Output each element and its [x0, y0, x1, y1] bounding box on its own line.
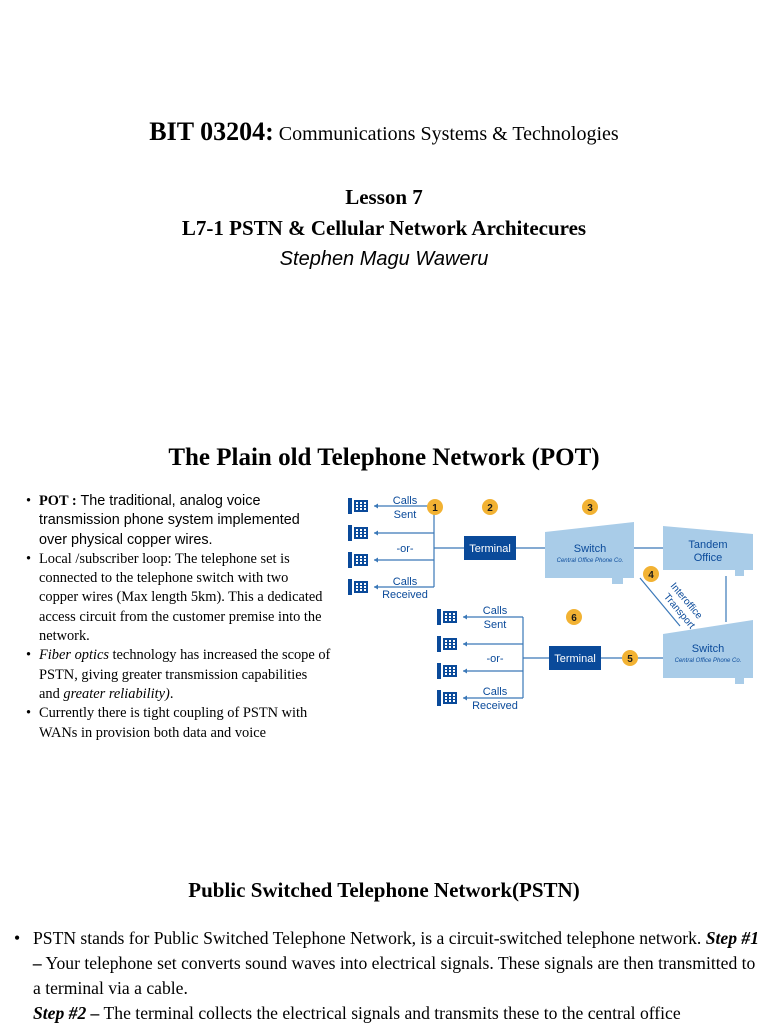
lesson-title: L7-1 PSTN & Cellular Network Architecure…	[181, 216, 587, 240]
terminal-label: Terminal	[469, 543, 511, 555]
label-calls-sent-b: Sent	[394, 509, 417, 521]
course-heading: BIT 03204: Communications Systems & Tech…	[0, 117, 768, 147]
label-or: -or-	[396, 543, 413, 555]
fiber-end: .	[169, 685, 174, 702]
step-badge	[643, 566, 659, 582]
step2-label: Step #2 –	[33, 1003, 100, 1023]
step2-text: The terminal collects the electrical sig…	[99, 1003, 681, 1023]
switch-label: Switch	[692, 643, 724, 655]
phone-icon	[348, 525, 368, 541]
pot-bullet-list: POT : The traditional, analog voice tran…	[26, 492, 331, 743]
terminal-box	[464, 536, 516, 560]
step-number: 1	[432, 503, 438, 514]
label-calls-sent-a: Calls	[393, 495, 418, 507]
author-name: Stephen Magu Waweru	[279, 248, 489, 270]
step-badge	[582, 499, 598, 515]
switch-building	[545, 522, 634, 584]
switch-building	[663, 620, 753, 684]
switch-sub-label: Central Office Phone Co.	[557, 558, 624, 564]
phone-icon	[348, 579, 368, 595]
pstn-section-title: Public Switched Telephone Network(PSTN)	[188, 878, 580, 902]
phone-icon	[348, 552, 368, 568]
pot-section-title: The Plain old Telephone Network (POT)	[168, 444, 600, 471]
label-calls-sent-a: Calls	[483, 605, 508, 617]
phone-icon	[437, 609, 457, 625]
pot-definition: The traditional, analog voice transmissi…	[39, 493, 300, 548]
step-number: 2	[487, 503, 493, 514]
label-calls-received-b: Received	[472, 700, 518, 712]
bullet-pot: POT : The traditional, analog voice tran…	[26, 492, 331, 550]
label-calls-received-a: Calls	[483, 686, 508, 698]
phone-icon	[348, 498, 368, 514]
switch-sub-label: Central Office Phone Co.	[675, 658, 742, 664]
pstn-paragraph: PSTN stands for Public Switched Telephon…	[33, 926, 759, 1026]
wan-text: Currently there is tight coupling of PST…	[39, 705, 308, 741]
label-calls-received-b: Received	[382, 589, 428, 601]
step1-text: Your telephone set converts sound waves …	[33, 953, 756, 998]
phone-icon	[437, 636, 457, 652]
course-name: Communications Systems & Technologies	[278, 123, 619, 145]
switch-label: Switch	[574, 543, 606, 555]
step1-label: Step #1 –	[33, 928, 760, 973]
step-number: 6	[571, 613, 577, 624]
step-number: 3	[587, 503, 593, 514]
step-number: 4	[648, 570, 654, 581]
phone-icon	[437, 663, 457, 679]
local-loop-text: Local /subscriber loop: The telephone se…	[39, 550, 323, 645]
fiber-emphasis: greater reliability)	[63, 685, 170, 702]
bullet-wan: Currently there is tight coupling of PST…	[26, 704, 331, 743]
label-or: -or-	[486, 653, 503, 665]
bullet-marker: •	[14, 928, 21, 948]
tandem-label-a: Tandem	[688, 539, 727, 551]
step-badge	[566, 609, 582, 625]
tandem-office-building	[663, 526, 753, 576]
label-calls-sent-b: Sent	[484, 619, 507, 631]
fiber-text: technology has increased the scope of PS…	[39, 647, 331, 702]
pstn-body: • PSTN stands for Public Switched Teleph…	[14, 926, 759, 1026]
step-number: 5	[627, 654, 633, 665]
pot-term: POT :	[39, 493, 77, 509]
course-code: BIT 03204:	[149, 117, 274, 146]
pstn-intro: PSTN stands for Public Switched Telephon…	[33, 928, 706, 948]
pstn-diagram: Calls Sent -or- Calls Received Terminal …	[348, 495, 753, 712]
terminal-box	[549, 646, 601, 670]
step-badge	[427, 499, 443, 515]
lesson-number: Lesson 7	[345, 185, 423, 209]
tandem-label-b: Office	[694, 552, 723, 564]
step-badge	[622, 650, 638, 666]
fiber-term: Fiber optics	[39, 647, 109, 664]
bullet-fiber: Fiber optics technology has increased th…	[26, 646, 331, 704]
bullet-local-loop: Local /subscriber loop: The telephone se…	[26, 550, 331, 646]
terminal-label: Terminal	[554, 653, 596, 665]
step-badge	[482, 499, 498, 515]
label-calls-received-a: Calls	[393, 576, 418, 588]
phone-icon	[437, 690, 457, 706]
